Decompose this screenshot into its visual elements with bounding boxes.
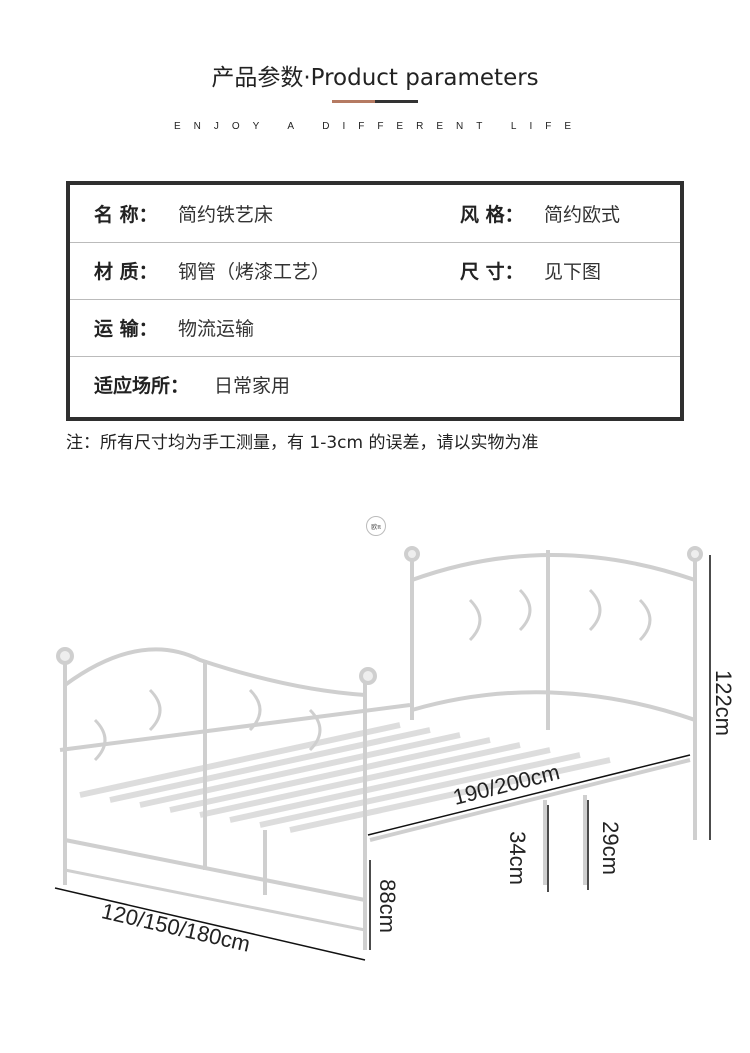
param-label: 适应场所：	[94, 375, 190, 397]
dimension-footboard-height: 88cm	[374, 879, 400, 933]
param-label: 风 格：	[460, 204, 524, 226]
param-label: 名 称：	[94, 204, 158, 226]
page-title: 产品参数·Product parameters	[211, 65, 539, 91]
bed-illustration	[54, 546, 711, 961]
param-label: 尺 寸：	[460, 261, 524, 283]
title-divider-accent	[332, 100, 375, 103]
table-row: 材 质： 钢管（烤漆工艺） 尺 寸： 见下图	[70, 242, 680, 300]
param-value: 简约铁艺床	[178, 204, 274, 226]
brand-logo: 欧π	[366, 516, 386, 536]
param-value: 见下图	[544, 261, 602, 283]
page-subtitle: ENJOY A DIFFERENT LIFE	[173, 121, 585, 132]
title-divider-dark	[375, 100, 418, 103]
param-value: 简约欧式	[544, 204, 621, 226]
table-row: 适应场所： 日常家用	[70, 356, 680, 413]
param-label: 材 质：	[94, 261, 158, 283]
dimension-leg-b: 29cm	[597, 821, 623, 875]
parameters-table: 名 称： 简约铁艺床 风 格： 简约欧式 材 质： 钢管（烤漆工艺） 尺 寸： …	[66, 181, 684, 421]
dimension-headboard-height: 122cm	[711, 669, 737, 737]
table-row: 运 输： 物流运输	[70, 299, 680, 357]
param-value: 物流运输	[178, 318, 255, 340]
param-value: 日常家用	[214, 375, 291, 397]
table-row: 名 称： 简约铁艺床 风 格： 简约欧式	[70, 185, 680, 243]
measurement-note: 注：所有尺寸均为手工测量，有 1-3cm 的误差，请以实物为准	[66, 433, 539, 453]
param-label: 运 输：	[94, 318, 158, 340]
dimension-leg-a: 34cm	[504, 831, 530, 885]
param-value: 钢管（烤漆工艺）	[178, 261, 331, 283]
